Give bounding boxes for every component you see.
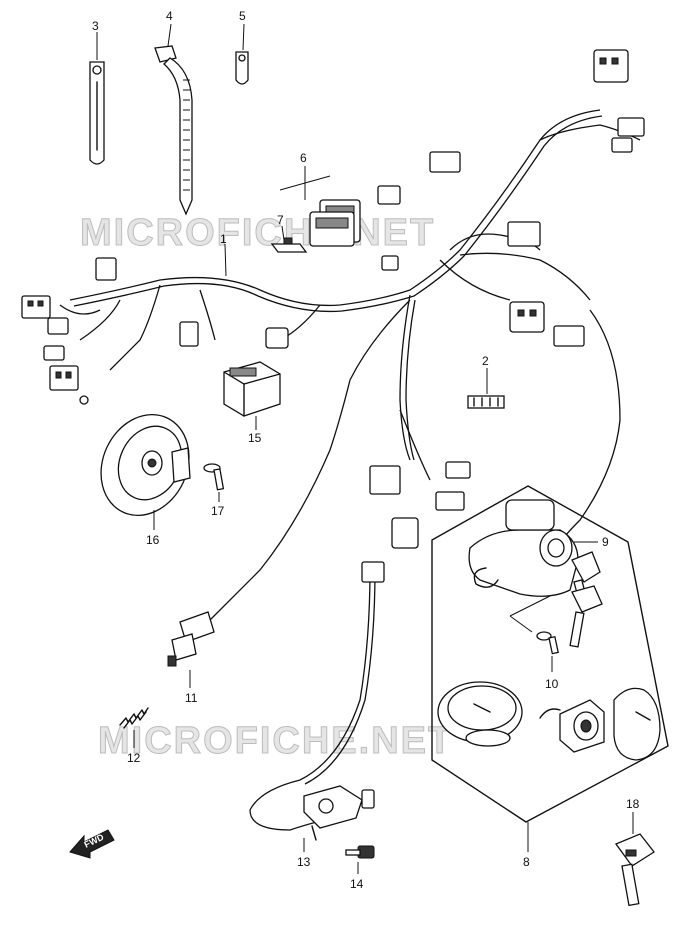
- leader-5: [242, 23, 245, 51]
- part-8-lock-set-box: [431, 485, 669, 823]
- watermark-lower: MICROFICHE.NET: [98, 720, 453, 762]
- lock-cover: [613, 687, 661, 761]
- assembly-guide-lines: [509, 595, 551, 633]
- leader-6b: [279, 175, 331, 191]
- callout-11: 11: [185, 691, 198, 705]
- part-9-ignition-switch: [468, 499, 579, 597]
- part-6-relay: [309, 211, 355, 247]
- callout-14: 14: [350, 877, 364, 891]
- callout-7: 7: [277, 213, 284, 227]
- part-11-switch: [167, 611, 215, 667]
- leader-7: [281, 225, 285, 241]
- callout-9: 9: [602, 535, 609, 549]
- part-1-main-harness: [59, 109, 641, 831]
- callout-6: 6: [300, 151, 307, 165]
- fuel-cap: [437, 681, 523, 747]
- part-13-sensor: [303, 785, 375, 841]
- callout-1: 1: [220, 232, 227, 246]
- callout-12: 12: [127, 751, 141, 765]
- callout-8: 8: [523, 855, 530, 869]
- seat-lock: [539, 699, 605, 753]
- callout-17: 17: [211, 504, 225, 518]
- leader-4: [167, 23, 172, 47]
- part-15-relay-unit: [223, 361, 281, 417]
- part-14-bolt: [345, 845, 375, 859]
- callout-2: 2: [482, 354, 489, 368]
- part-18-key: [614, 833, 655, 907]
- part-4-cable-tie: [154, 45, 193, 216]
- callout-16: 16: [146, 533, 160, 547]
- part-10-screw: [536, 631, 559, 655]
- part-12-spring: [119, 707, 149, 729]
- fwd-arrow-icon: FWD: [69, 829, 115, 859]
- callout-18: 18: [626, 797, 640, 811]
- harness-connectors: [21, 49, 645, 583]
- callout-5: 5: [239, 9, 246, 23]
- leader-1: [224, 243, 227, 277]
- callout-10: 10: [545, 677, 559, 691]
- lock-set-keys: [569, 551, 603, 648]
- part-17-screw: [203, 463, 225, 491]
- part-2-diode: [467, 395, 505, 409]
- part-5-clamp: [235, 51, 249, 85]
- watermark-upper: MICROFICHE.NET: [80, 212, 435, 254]
- callout-3: 3: [92, 19, 99, 33]
- part-3-strap: [89, 61, 105, 165]
- callout-4: 4: [166, 9, 173, 23]
- callout-13: 13: [297, 855, 311, 869]
- part-16-horn: [100, 413, 191, 517]
- part-7-fuse: [270, 237, 308, 253]
- callout-15: 15: [248, 431, 262, 445]
